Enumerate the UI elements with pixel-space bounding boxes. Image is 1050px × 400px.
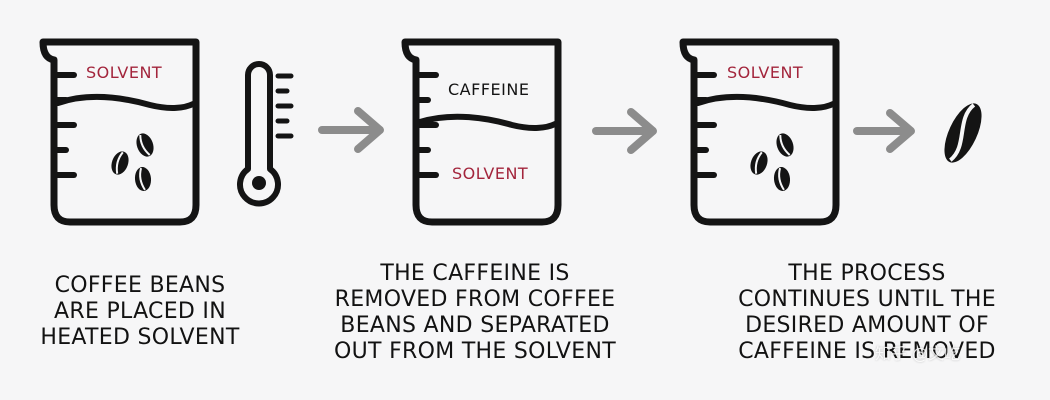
caption-line: ARE PLACED IN (54, 299, 226, 324)
watermark: 知乎 @文屹 (875, 344, 961, 363)
step-3-caption: THE PROCESS CONTINUES UNTIL THE DESIRED … (702, 261, 1032, 365)
beaker-3 (679, 38, 840, 226)
caption-line: COFFEE BEANS (54, 273, 226, 298)
step-1-caption: COFFEE BEANS ARE PLACED IN HEATED SOLVEN… (10, 273, 270, 351)
caption-line: THE CAFFEINE IS (380, 261, 570, 286)
beaker-1 (39, 38, 200, 226)
beaker-2 (401, 38, 562, 226)
beaker-label-solvent: SOLVENT (727, 63, 804, 82)
beaker-label-solvent: SOLVENT (86, 63, 163, 82)
caption-line: DESIRED AMOUNT OF (745, 313, 989, 338)
arrow-right-icon (318, 107, 384, 153)
arrow-right-icon (853, 109, 915, 153)
caption-line: OUT FROM THE SOLVENT (334, 339, 616, 364)
step-2-caption: THE CAFFEINE IS REMOVED FROM COFFEE BEAN… (305, 261, 645, 365)
coffee-beans-icon (111, 133, 154, 191)
coffee-beans-icon (750, 133, 794, 191)
caption-line: CAFFEINE IS REMOVED (738, 339, 996, 364)
caption-line: REMOVED FROM COFFEE (334, 287, 616, 312)
beaker-label-caffeine: CAFFEINE (448, 80, 530, 99)
arrow-right-icon (592, 108, 657, 154)
caption-line: HEATED SOLVENT (40, 325, 240, 350)
decaf-bean-icon (944, 103, 982, 163)
beaker-label-solvent: SOLVENT (452, 164, 529, 183)
caption-line: BEANS AND SEPARATED (340, 313, 610, 338)
caption-line: CONTINUES UNTIL THE (738, 287, 996, 312)
thermometer-icon (237, 61, 294, 207)
caption-line: THE PROCESS (788, 261, 946, 286)
